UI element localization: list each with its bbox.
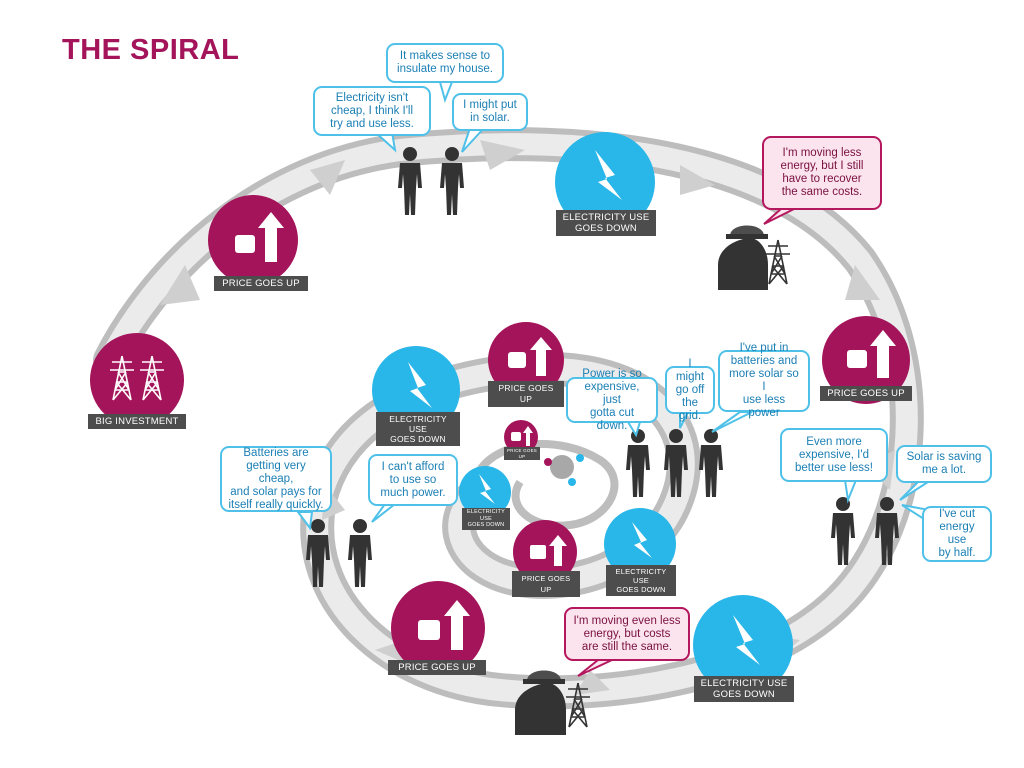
bubble-cut-half: I've cut energy use by half. (922, 506, 992, 562)
node-elec-down-2 (693, 595, 793, 695)
label-elec-down-1: ELECTRICITY USE GOES DOWN (556, 210, 656, 236)
label-price-up-5: PRICE GOES UP (512, 571, 580, 597)
bubble-even-less: I'm moving even less energy, but costs a… (564, 607, 690, 661)
bubble-batteries-cheap: Batteries are getting very cheap, and so… (220, 446, 332, 512)
bubble-power-expensive: Power is so expensive, just gotta cut do… (566, 368, 658, 432)
node-center (544, 454, 584, 486)
node-price-up-4 (488, 322, 564, 398)
node-big-investment (90, 333, 184, 427)
label-big-investment: BIG INVESTMENT (88, 414, 186, 429)
bubble-even-more: Even more expensive, I'd better use less… (780, 428, 888, 482)
label-elec-down-4: ELECTRICITY USE GOES DOWN (606, 565, 676, 596)
bubble-moving-less: I'm moving less energy, but I still have… (762, 136, 882, 210)
node-price-up-3 (391, 581, 485, 675)
bubble-insulate: It makes sense to insulate my house. (386, 43, 504, 83)
node-price-up-5 (513, 520, 577, 584)
bubble-batteries-more: I've put in batteries and more solar so … (718, 342, 810, 419)
bubble-solar: I might put in solar. (452, 93, 528, 131)
bubble-off-grid: I might go off the grid. (665, 358, 715, 422)
node-price-up-6 (504, 420, 538, 454)
worker-2 (515, 670, 591, 735)
node-price-up-1 (208, 195, 298, 285)
node-elec-down-4 (604, 508, 676, 580)
label-price-up-3: PRICE GOES UP (388, 660, 486, 675)
label-elec-down-3: ELECTRICITY USE GOES DOWN (376, 412, 460, 446)
bubble-cant-afford: I can't afford to use so much power. (368, 454, 458, 506)
node-elec-down-1 (555, 132, 655, 232)
label-elec-down-2: ELECTRICITY USE GOES DOWN (694, 676, 794, 702)
label-price-up-4: PRICE GOES UP (488, 381, 564, 407)
node-elec-down-5 (459, 466, 511, 518)
bubble-solar-saving: Solar is saving me a lot. (896, 445, 992, 483)
label-price-up-1: PRICE GOES UP (214, 276, 308, 291)
worker-1 (718, 225, 791, 290)
label-price-up-2: PRICE GOES UP (820, 386, 912, 401)
page-title: THE SPIRAL (62, 34, 240, 66)
label-price-up-6: PRICE GOES UP (504, 447, 540, 460)
label-elec-down-5: ELECTRICITY USE GOES DOWN (462, 508, 510, 530)
node-price-up-2 (822, 316, 910, 404)
bubble-cheap: Electricity isn't cheap, I think I'll tr… (313, 86, 431, 136)
